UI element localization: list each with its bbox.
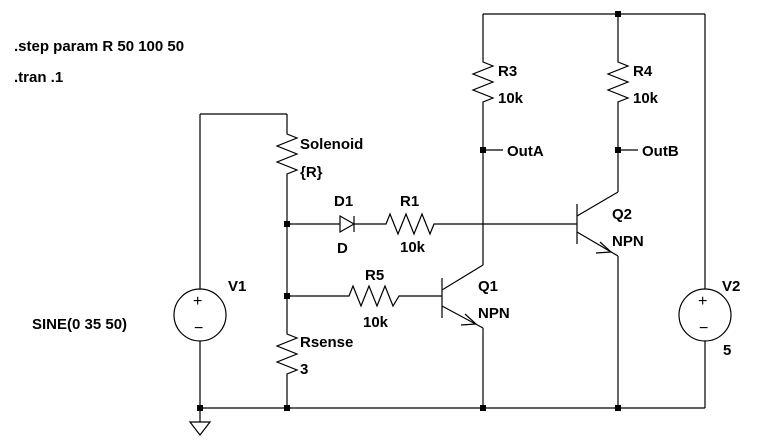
- junction-dot: [480, 405, 486, 411]
- r5-name: R5: [365, 267, 384, 284]
- v1-plus-icon: +: [193, 293, 202, 310]
- step-directive[interactable]: .step param R 50 100 50: [14, 38, 184, 55]
- junction-dot: [615, 11, 621, 17]
- q1-name: Q1: [478, 278, 498, 295]
- v1-voltage-source[interactable]: + −: [173, 285, 227, 345]
- rsense-resistor[interactable]: [275, 330, 299, 380]
- r4-value: 10k: [633, 90, 659, 107]
- ground-icon[interactable]: [188, 421, 212, 436]
- r1-resistor[interactable]: [380, 212, 440, 236]
- junction-dot: [284, 221, 290, 227]
- junction-dot: [197, 405, 203, 411]
- junction-dots: [197, 11, 621, 411]
- junction-dot: [284, 405, 290, 411]
- tran-directive[interactable]: .tran .1: [14, 69, 63, 86]
- q2-value: NPN: [612, 233, 644, 250]
- r1-name: R1: [400, 193, 419, 210]
- junction-dot: [615, 405, 621, 411]
- r3-value: 10k: [498, 90, 524, 107]
- r4-resistor[interactable]: [606, 58, 630, 108]
- junction-dot: [615, 147, 621, 153]
- q1-transistor[interactable]: [441, 255, 484, 335]
- solenoid-inductor[interactable]: [275, 130, 299, 180]
- rsense-value: 3: [300, 361, 308, 378]
- v1-name: V1: [228, 278, 246, 295]
- q2-name: Q2: [612, 206, 632, 223]
- v1-minus-icon: −: [194, 320, 203, 337]
- q1-emitter-arrow: [460, 313, 478, 326]
- v2-plus-icon: +: [698, 293, 707, 310]
- q2-emitter-arrow: [595, 241, 613, 254]
- r4-name: R4: [633, 63, 653, 80]
- q2-collector-leg: [576, 191, 619, 217]
- d1-name: D1: [334, 193, 353, 210]
- q1-collector-leg: [441, 264, 484, 291]
- solenoid-value: {R}: [300, 164, 323, 181]
- v2-voltage-source[interactable]: + −: [678, 285, 732, 345]
- d1-value: D: [337, 240, 348, 257]
- v2-minus-icon: −: [699, 320, 708, 337]
- r3-name: R3: [498, 63, 517, 80]
- net-label-outa[interactable]: OutA: [507, 143, 544, 160]
- r5-resistor[interactable]: [343, 284, 405, 308]
- q2-transistor[interactable]: [576, 182, 619, 262]
- r1-value: 10k: [400, 239, 426, 256]
- junction-dot: [480, 147, 486, 153]
- d1-anode-triangle: [339, 214, 356, 234]
- v2-name: V2: [722, 278, 740, 295]
- junction-dot: [284, 293, 290, 299]
- r5-value: 10k: [363, 314, 389, 331]
- rsense-name: Rsense: [300, 334, 353, 351]
- d1-diode[interactable]: [318, 214, 356, 234]
- net-label-outb[interactable]: OutB: [642, 143, 679, 160]
- r3-resistor[interactable]: [471, 58, 495, 108]
- solenoid-name: Solenoid: [300, 136, 363, 153]
- q1-value: NPN: [478, 305, 510, 322]
- v2-value: 5: [723, 342, 731, 359]
- v1-value: SINE(0 35 50): [32, 316, 127, 333]
